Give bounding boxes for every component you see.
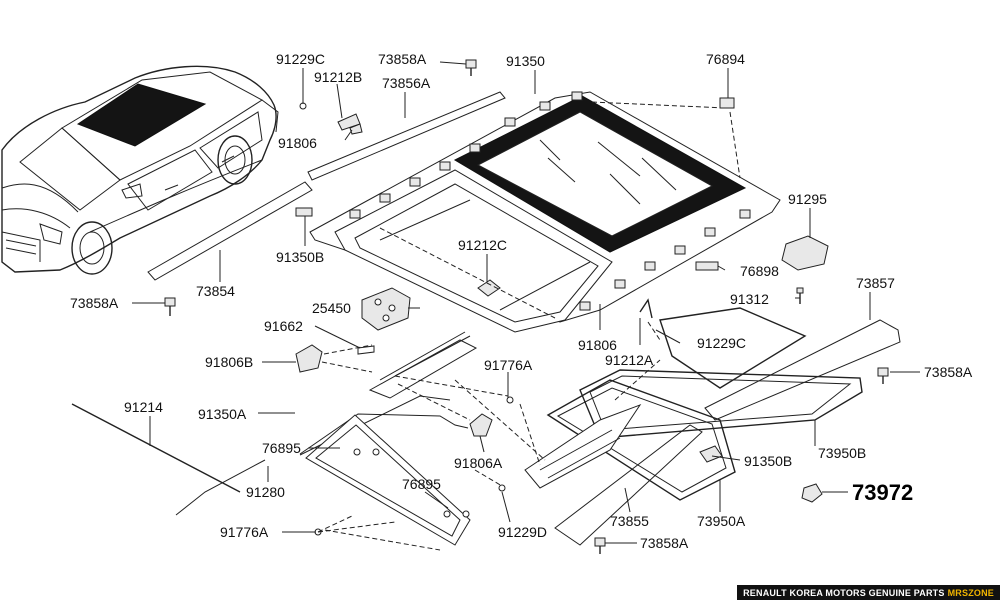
label-76895-b: 76895 bbox=[402, 476, 441, 492]
label-91229C-top: 91229C bbox=[276, 51, 325, 67]
label-91806A: 91806A bbox=[454, 455, 503, 471]
label-91350: 91350 bbox=[506, 53, 545, 69]
label-25450: 25450 bbox=[312, 300, 351, 316]
label-91212C: 91212C bbox=[458, 237, 507, 253]
label-91776A-bot: 91776A bbox=[220, 524, 269, 540]
label-73950B: 73950B bbox=[818, 445, 866, 461]
roof-frame-91350 bbox=[309, 91, 781, 333]
label-91350B-left: 91350B bbox=[276, 249, 324, 265]
label-91350B-right: 91350B bbox=[744, 453, 792, 469]
label-91806-mid: 91806 bbox=[578, 337, 617, 353]
label-73950A: 73950A bbox=[697, 513, 746, 529]
label-73857: 73857 bbox=[856, 275, 895, 291]
label-73858A-left: 73858A bbox=[70, 295, 119, 311]
footer-site: MRSZONE bbox=[947, 587, 994, 598]
leader-lines bbox=[132, 61, 920, 544]
label-91212A: 91212A bbox=[605, 352, 654, 368]
car-illustration bbox=[1, 65, 279, 275]
label-91662: 91662 bbox=[264, 318, 303, 334]
mechanism-parts bbox=[71, 59, 889, 554]
label-73858A-right: 73858A bbox=[924, 364, 973, 380]
label-73972: 73972 bbox=[852, 480, 913, 505]
label-91214: 91214 bbox=[124, 399, 163, 415]
label-73855: 73855 bbox=[610, 513, 649, 529]
assembly-guides bbox=[317, 321, 661, 551]
part-labels: 91229C 73858A 91350 76894 91212B 73856A … bbox=[70, 51, 973, 551]
label-91280: 91280 bbox=[246, 484, 285, 500]
trim-strips bbox=[147, 91, 901, 546]
label-91295: 91295 bbox=[788, 191, 827, 207]
label-91806-top: 91806 bbox=[278, 135, 317, 151]
footer-banner: RENAULT KOREA MOTORS GENUINE PARTS MRSZO… bbox=[737, 585, 1000, 600]
label-91229C-mid: 91229C bbox=[697, 335, 746, 351]
label-76895-a: 76895 bbox=[262, 440, 301, 456]
label-76894: 76894 bbox=[706, 51, 745, 67]
label-76898: 76898 bbox=[740, 263, 779, 279]
label-91776A-mid: 91776A bbox=[484, 357, 533, 373]
footer-brand: RENAULT KOREA MOTORS GENUINE PARTS bbox=[743, 587, 945, 598]
label-91350A: 91350A bbox=[198, 406, 247, 422]
label-91312: 91312 bbox=[730, 291, 769, 307]
label-73858A-bot: 73858A bbox=[640, 535, 689, 551]
label-73858A-top: 73858A bbox=[378, 51, 427, 67]
label-73856A: 73856A bbox=[382, 75, 431, 91]
label-73854: 73854 bbox=[196, 283, 235, 299]
label-91229D: 91229D bbox=[498, 524, 547, 540]
label-91806B: 91806B bbox=[205, 354, 253, 370]
label-91212B: 91212B bbox=[314, 69, 362, 85]
